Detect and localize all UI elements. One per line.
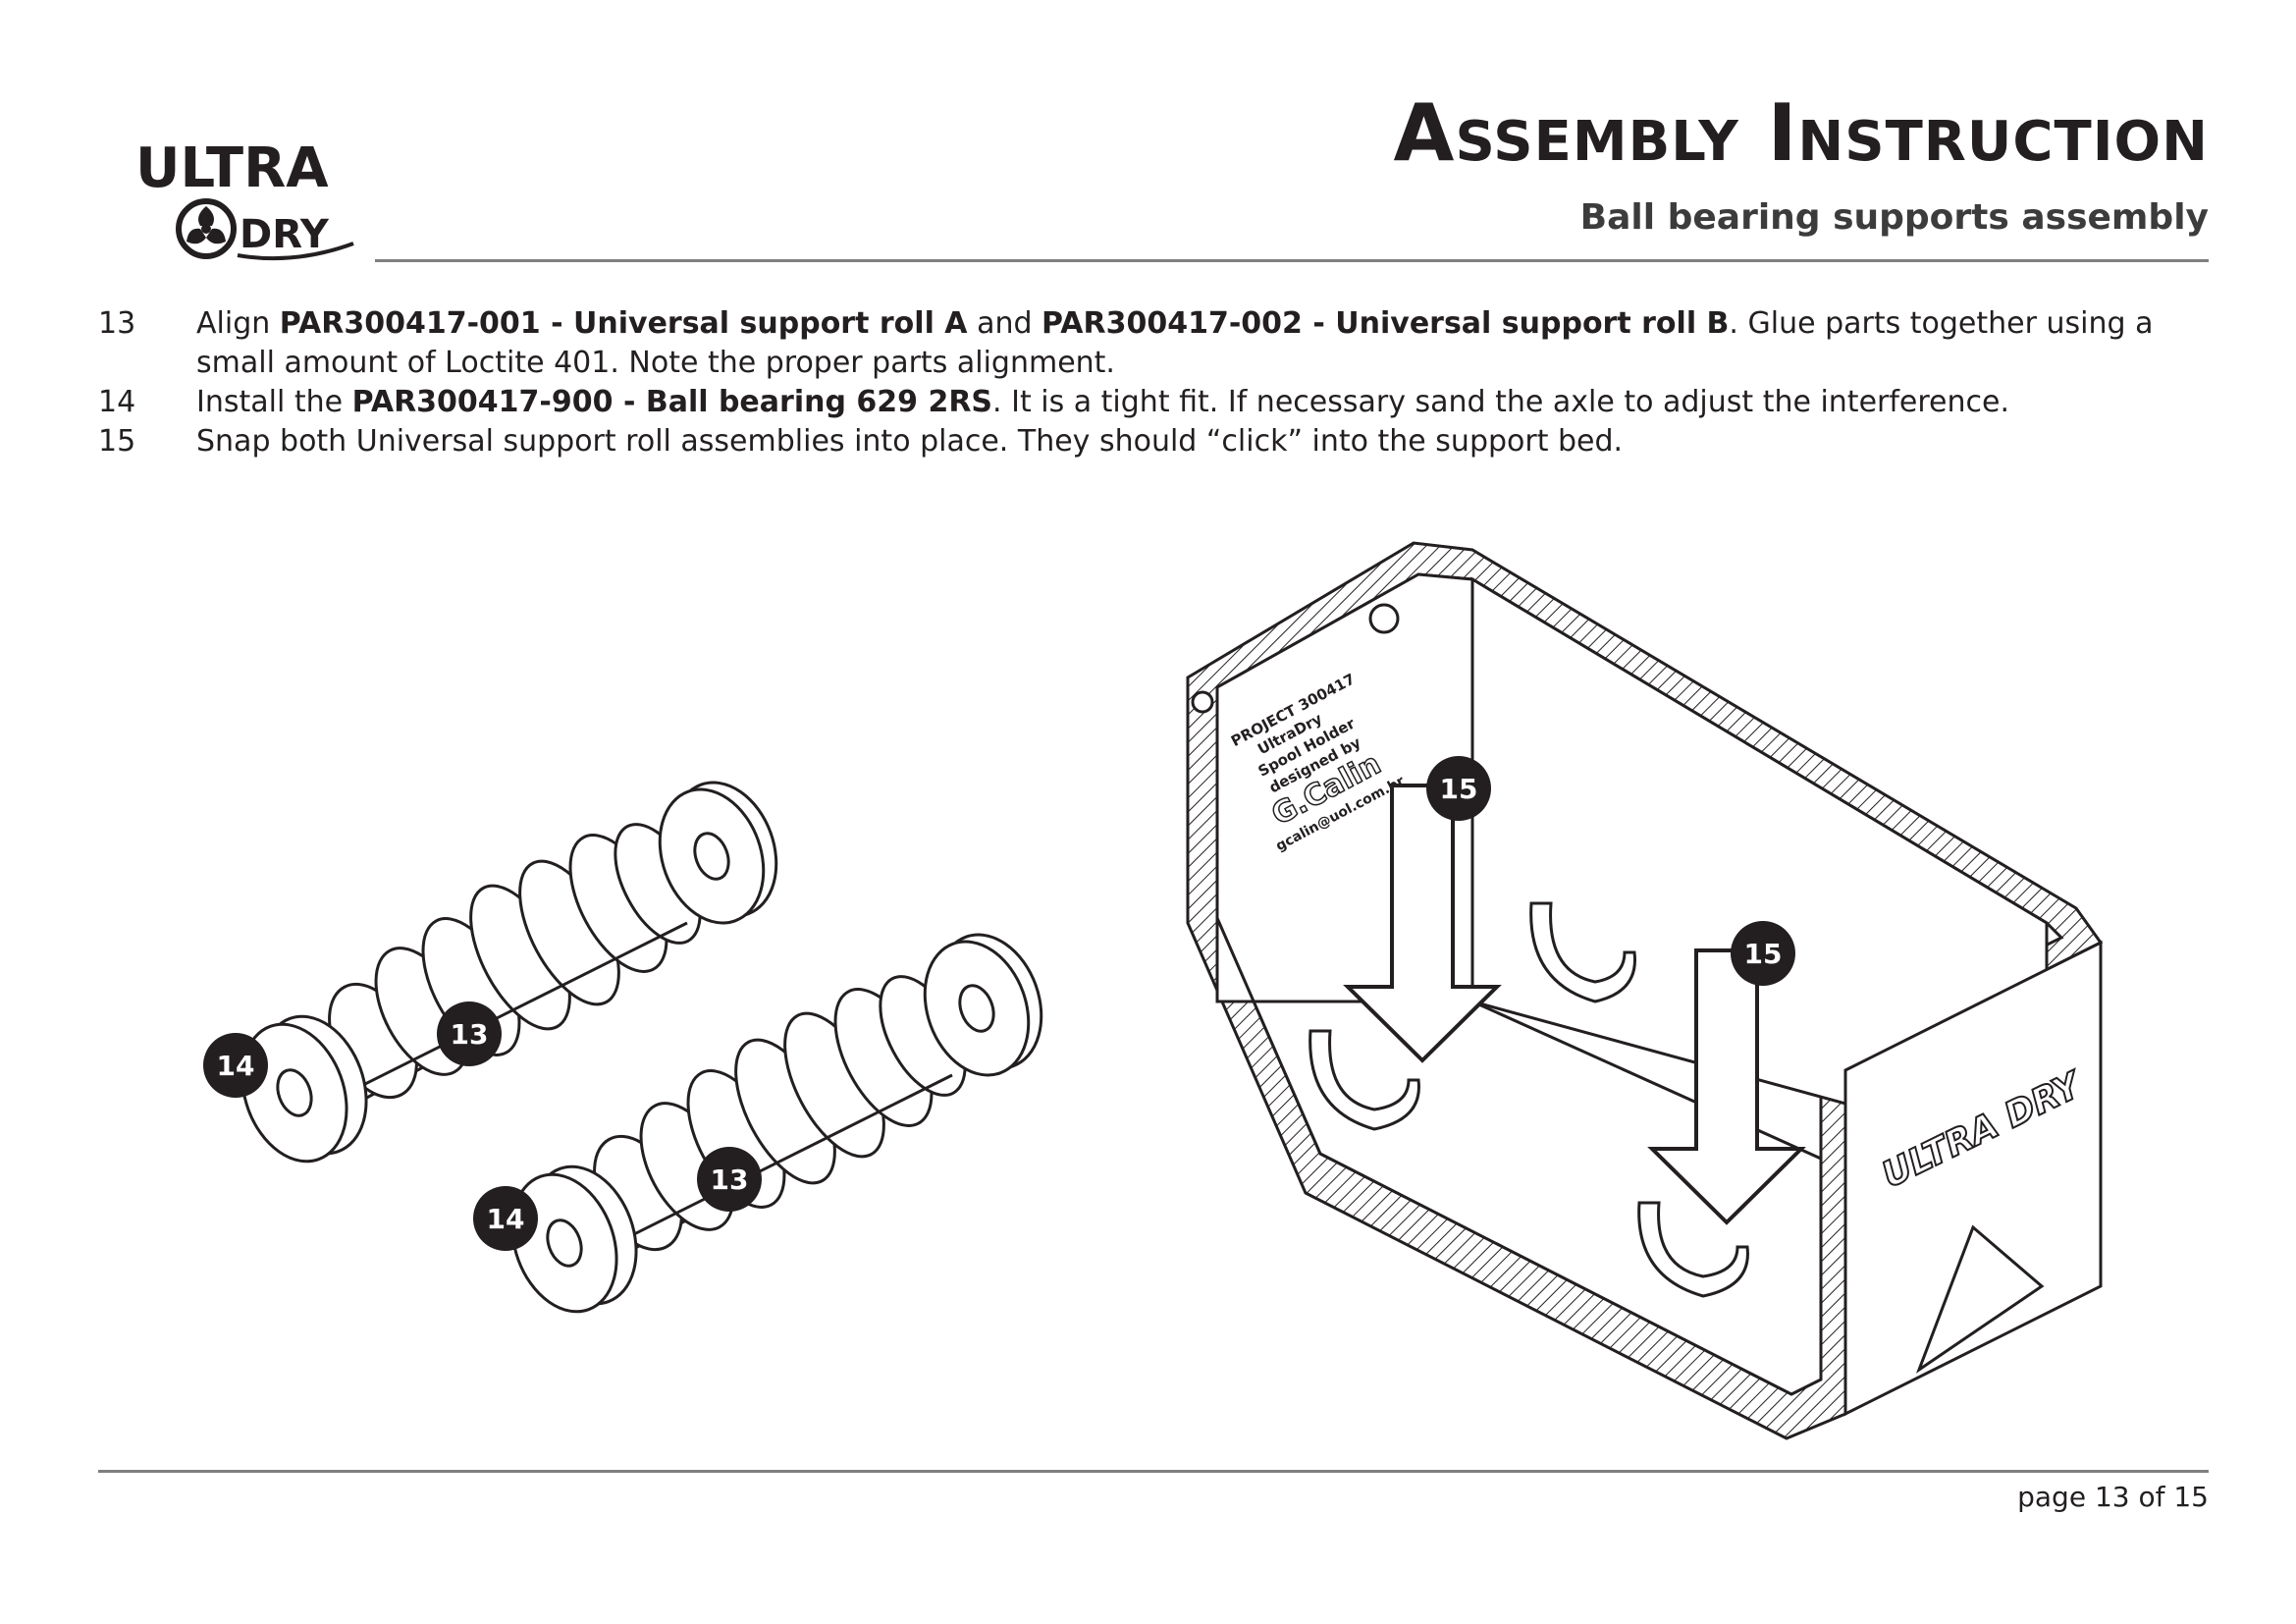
page-number: page 13 of 15 xyxy=(2017,1481,2209,1513)
part-name: PAR300417-001 - Universal support roll A xyxy=(279,306,968,341)
box-right-wall xyxy=(1470,576,2049,1161)
support-roll-assembly-right xyxy=(510,933,1043,1314)
mount-hole-icon xyxy=(1368,603,1400,634)
engraving-line: gcalin@uol.com.br xyxy=(1273,774,1407,855)
callout-badge: 13 xyxy=(437,1001,502,1066)
step-text: Install the PAR300417-900 - Ball bearing… xyxy=(196,383,2209,422)
step-13: 13 Align PAR300417-001 - Universal suppo… xyxy=(98,304,2209,383)
text-run: and xyxy=(967,306,1042,341)
ball-bearing-rear xyxy=(658,781,778,925)
callout-badge: 13 xyxy=(697,1147,762,1212)
callout-label: 15 xyxy=(1440,773,1478,805)
callout-badge: 15 xyxy=(1731,921,1795,986)
support-bed-box xyxy=(1186,541,2104,1440)
warning-triangle-icon xyxy=(1915,1224,2045,1374)
engraving-line: G.Calin xyxy=(1266,747,1387,833)
logo-swoosh xyxy=(237,242,354,261)
callout-label: 15 xyxy=(1744,938,1783,970)
ball-bearing-front xyxy=(240,1014,368,1164)
box-wall-section xyxy=(1186,541,2104,1440)
step-15: 15 Snap both Universal support roll asse… xyxy=(98,422,2209,461)
text-run: . Glue parts together using a small amou… xyxy=(196,306,2154,380)
header-divider xyxy=(375,259,2209,262)
ball-bearing-rear xyxy=(923,933,1043,1077)
callout-badge: 14 xyxy=(473,1186,538,1251)
page-subtitle: Ball bearing supports assembly xyxy=(1579,197,2209,238)
bearing-cradles xyxy=(1308,901,1749,1298)
engraving-line: UltraDry xyxy=(1255,710,1325,759)
text-run: Install the xyxy=(196,385,352,419)
roll-body xyxy=(593,975,974,1255)
text-run: Align xyxy=(196,306,280,341)
ball-bearing-front xyxy=(510,1164,638,1314)
box-floor xyxy=(1215,917,1823,1396)
part-name: PAR300417-002 - Universal support roll B xyxy=(1041,306,1730,341)
part-name: PAR300417-900 - Ball bearing 629 2RS xyxy=(351,385,993,419)
down-arrow-icon xyxy=(1647,948,1806,1225)
callout-label: 14 xyxy=(217,1050,255,1082)
callout-label: 13 xyxy=(711,1164,749,1196)
callout-label: 14 xyxy=(487,1203,525,1235)
step-number: 15 xyxy=(98,424,136,459)
step-text: Snap both Universal support roll assembl… xyxy=(196,422,2209,461)
instruction-steps: 13 Align PAR300417-001 - Universal suppo… xyxy=(98,304,2209,461)
support-roll-assembly-left xyxy=(240,781,778,1164)
engraving-line: designed by xyxy=(1266,733,1364,796)
step-number: 14 xyxy=(98,385,136,419)
callout-badge: 14 xyxy=(203,1033,268,1098)
mount-hole-icon xyxy=(1191,690,1214,714)
text-run: Snap both Universal support roll assembl… xyxy=(196,424,1624,459)
logo-line2: DRY xyxy=(240,212,330,257)
callout-badge: 15 xyxy=(1426,756,1491,821)
step-text: Align PAR300417-001 - Universal support … xyxy=(196,304,2209,383)
engraving-line: PROJECT 300417 xyxy=(1228,670,1358,750)
side-logo: ULTRA DRY xyxy=(1876,1063,2091,1196)
box-side-panel xyxy=(1843,940,2103,1417)
fan-icon xyxy=(176,198,237,259)
logo-line1: ULTRA xyxy=(135,136,329,200)
callout-label: 13 xyxy=(451,1018,489,1051)
step-14: 14 Install the PAR300417-900 - Ball bear… xyxy=(98,383,2209,422)
engraving-line: Spool Holder xyxy=(1255,714,1359,780)
down-arrow-icon xyxy=(1343,784,1502,1063)
box-engraving: PROJECT 300417 UltraDry Spool Holder des… xyxy=(1228,670,1407,855)
ultra-dry-logo: ULTRA DRY xyxy=(128,128,383,265)
footer-divider xyxy=(98,1470,2209,1473)
page-title: Assembly Instruction xyxy=(1393,87,2209,179)
text-run: . It is a tight fit. If necessary sand t… xyxy=(992,385,2010,419)
roll-body xyxy=(328,823,709,1103)
step-number: 13 xyxy=(98,306,136,341)
box-back-wall xyxy=(1215,572,1474,1003)
